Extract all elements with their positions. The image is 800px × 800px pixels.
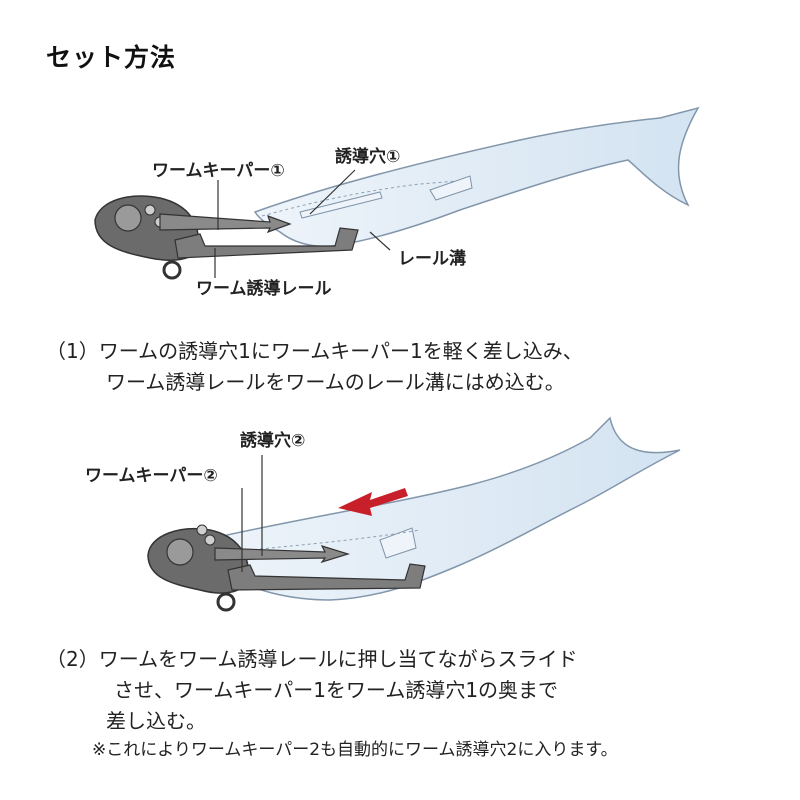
jig-eye [114, 204, 142, 232]
step-2-note: ※これによりワームキーパー2も自動的にワーム誘導穴2に入ります。 [92, 740, 618, 760]
diagram-step-1: ワームキーパー① 誘導穴① レール溝 ワーム誘導レール [94, 106, 700, 299]
label-guide-hole-2: 誘導穴② [240, 430, 305, 451]
label-worm-keeper-1: ワームキーパー① [152, 161, 285, 181]
jig-eye-dot-2a [196, 524, 208, 536]
label-guide-hole-1: 誘導穴① [335, 146, 400, 167]
step-2-line-3: 差し込む。 [106, 709, 206, 733]
label-guide-rail: ワーム誘導レール [196, 278, 332, 299]
guide-rail-2 [227, 563, 426, 591]
step-2-line-1: （2）ワームをワーム誘導レールに押し当てながらスライド [46, 647, 578, 671]
diagram-step-2: 誘導穴② ワームキーパー② [85, 416, 681, 612]
worm-inner-dash [261, 179, 471, 217]
slide-direction-arrow [338, 488, 408, 516]
step-2-line-2: させ、ワームキーパー1をワーム誘導穴1の奥まで [114, 678, 559, 702]
worm-notch [429, 175, 473, 201]
worm-keeper-shaft [159, 213, 292, 234]
jig-loop [162, 260, 182, 280]
guide-rail [174, 227, 359, 259]
page-title: セット方法 [46, 43, 177, 72]
leader-rail-groove [369, 231, 391, 251]
jig-eye-2 [166, 538, 194, 566]
worm-notch-2 [379, 527, 417, 559]
label-rail-groove: レール溝 [398, 248, 466, 269]
leader-guide-hole-1 [309, 169, 356, 215]
jig-eye-dot-a [144, 204, 156, 216]
step-1-line-2: ワーム誘導レールをワームのレール溝にはめ込む。 [106, 370, 565, 394]
step-1-line-1: （1）ワームの誘導穴1にワームキーパー1を軽く差し込み、 [46, 339, 583, 363]
worm-body [253, 106, 700, 248]
label-worm-keeper-2: ワームキーパー② [85, 466, 218, 486]
worm-keeper-shaft-2 [214, 545, 351, 564]
jig-loop-2 [216, 592, 236, 612]
jig-eye-dot-2b [204, 534, 216, 546]
guide-hole-1 [299, 191, 383, 219]
